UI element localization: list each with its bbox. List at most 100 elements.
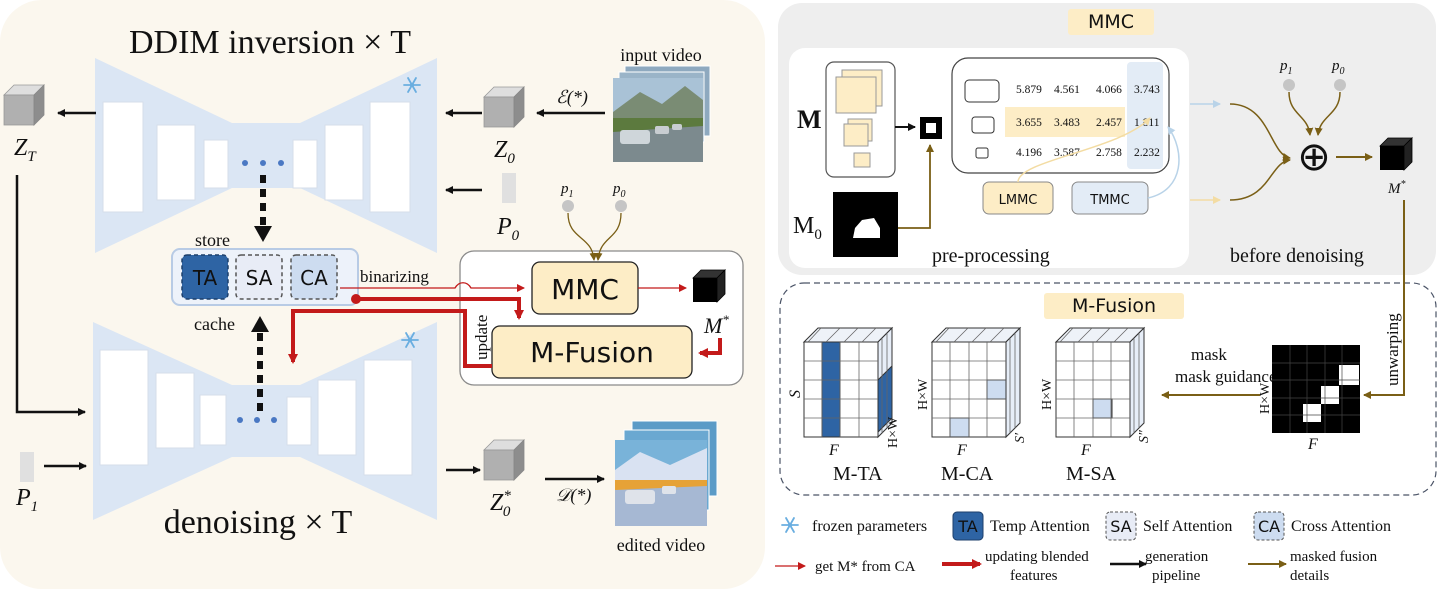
svg-text:S′: S′: [1013, 432, 1028, 443]
svg-text:p1: p1: [560, 181, 574, 200]
p0-dot: [615, 200, 627, 212]
mta-label: M-TA: [833, 463, 883, 485]
before-denoising-label: before denoising: [1230, 245, 1364, 267]
update-label: update: [472, 315, 491, 360]
z0-cube: [483, 86, 525, 128]
mca-cube: [930, 326, 1022, 439]
msa-cube: [1054, 326, 1146, 439]
mmc-title-box: [1068, 9, 1154, 35]
svg-text:F: F: [956, 442, 967, 459]
ta-block: [181, 254, 229, 300]
svg-text:S″: S″: [1137, 430, 1152, 443]
encoder-label: ℰ(*): [556, 87, 588, 108]
p1-label: P1: [15, 485, 38, 515]
zt-label: ZT: [14, 135, 37, 165]
svg-text:p0: p0: [1331, 58, 1345, 77]
denoising-unet: [93, 322, 437, 520]
m0-label: M0: [793, 213, 822, 243]
p1-block: [20, 452, 34, 482]
sa-block: [235, 254, 283, 300]
unwarping-arrow: [1363, 200, 1405, 399]
svg-text:features: features: [1010, 568, 1058, 584]
legend-ca: Cross Attention: [1291, 518, 1391, 535]
mstar-cube: [692, 269, 726, 303]
input-video-image: [613, 65, 711, 162]
oplus-symbol: ⊕: [1297, 134, 1331, 180]
legend-ca-box: [1253, 511, 1285, 541]
tmmc-label: TMMC: [1089, 193, 1129, 208]
mstar-label-left: M*: [703, 312, 729, 338]
inversion-unet: [95, 58, 437, 253]
mask-guidance-label: mask guidance: [1175, 367, 1277, 386]
inversion-title: DDIM inversion × T: [129, 24, 411, 61]
legend-sa-box: [1105, 511, 1137, 541]
mmc-label: MMC: [551, 273, 619, 306]
cache-update-arrow: [288, 309, 492, 368]
svg-text:S: S: [787, 390, 804, 398]
unwarping-label: unwarping: [1383, 313, 1402, 386]
svg-text:TA: TA: [957, 517, 978, 536]
mstar-cube-mmc: [1379, 137, 1413, 171]
svg-text:H×W: H×W: [886, 416, 901, 448]
svg-text:masked fusion: masked fusion: [1290, 549, 1378, 565]
svg-text:F: F: [1307, 436, 1318, 453]
binarizing-label: binarizing: [360, 267, 429, 286]
svg-text:3.655: 3.655: [1016, 117, 1042, 129]
svg-text:4.066: 4.066: [1096, 84, 1122, 96]
ta-label: TA: [192, 266, 218, 290]
svg-text:3.743: 3.743: [1134, 84, 1160, 96]
legend-ta-box: [952, 511, 984, 541]
preprocessing-label: pre-processing: [932, 245, 1050, 267]
p1-dot: [562, 200, 574, 212]
svg-text:p0: p0: [612, 181, 626, 200]
edited-video-label: edited video: [617, 535, 705, 555]
legend-snowflake-icon: [781, 517, 799, 533]
svg-text:F: F: [1080, 442, 1091, 459]
svg-text:H×W: H×W: [1258, 382, 1273, 414]
lmmc-label: LMMC: [999, 193, 1038, 208]
svg-text:generation: generation: [1145, 549, 1209, 565]
ca-block: [290, 254, 338, 300]
decoder-label: 𝒟(*): [556, 485, 591, 506]
msa-label: M-SA: [1066, 463, 1117, 485]
cache-label: cache: [194, 314, 235, 334]
denoising-title: denoising × T: [164, 504, 353, 541]
svg-text:pipeline: pipeline: [1152, 568, 1201, 584]
svg-text:5.879: 5.879: [1016, 84, 1042, 96]
z0star-cube: [483, 439, 525, 481]
svg-text:CA: CA: [1258, 517, 1280, 536]
svg-text:H×W: H×W: [916, 378, 931, 410]
mca-label: M-CA: [941, 463, 994, 485]
sa-label: SA: [246, 266, 273, 290]
svg-text:F: F: [828, 442, 839, 459]
mask-grid: [1272, 345, 1360, 433]
svg-text:4.561: 4.561: [1054, 84, 1080, 96]
svg-text:4.196: 4.196: [1016, 147, 1042, 159]
m-label: M: [797, 105, 822, 134]
legend-sa: Self Attention: [1143, 518, 1232, 535]
mmc-title: MMC: [1088, 11, 1134, 33]
svg-text:M*: M*: [1387, 179, 1406, 197]
mfusion-title: M-Fusion: [1072, 295, 1156, 317]
svg-text:details: details: [1290, 568, 1329, 584]
ca-label: CA: [300, 266, 328, 290]
legend-get-mstar: get M* from CA: [815, 559, 916, 575]
mfusion-block: [491, 325, 693, 379]
z0-label: Z0: [494, 137, 515, 167]
svg-text:p1: p1: [1279, 58, 1293, 77]
input-video-label: input video: [620, 45, 702, 65]
update-arrow: [356, 297, 524, 320]
mta-cube: [802, 326, 894, 439]
svg-text:2.758: 2.758: [1096, 147, 1122, 159]
store-label: store: [195, 230, 230, 250]
p0-block: [502, 173, 516, 203]
svg-text:2.232: 2.232: [1134, 147, 1160, 159]
binarizing-arrow: [340, 282, 525, 292]
svg-text:updating blended: updating blended: [985, 549, 1089, 565]
svg-text:3.483: 3.483: [1054, 117, 1080, 129]
zt-cube: [3, 84, 45, 126]
svg-text:H×W: H×W: [1040, 378, 1055, 410]
legend-frozen: frozen parameters: [812, 518, 927, 535]
svg-text:SA: SA: [1110, 517, 1131, 536]
